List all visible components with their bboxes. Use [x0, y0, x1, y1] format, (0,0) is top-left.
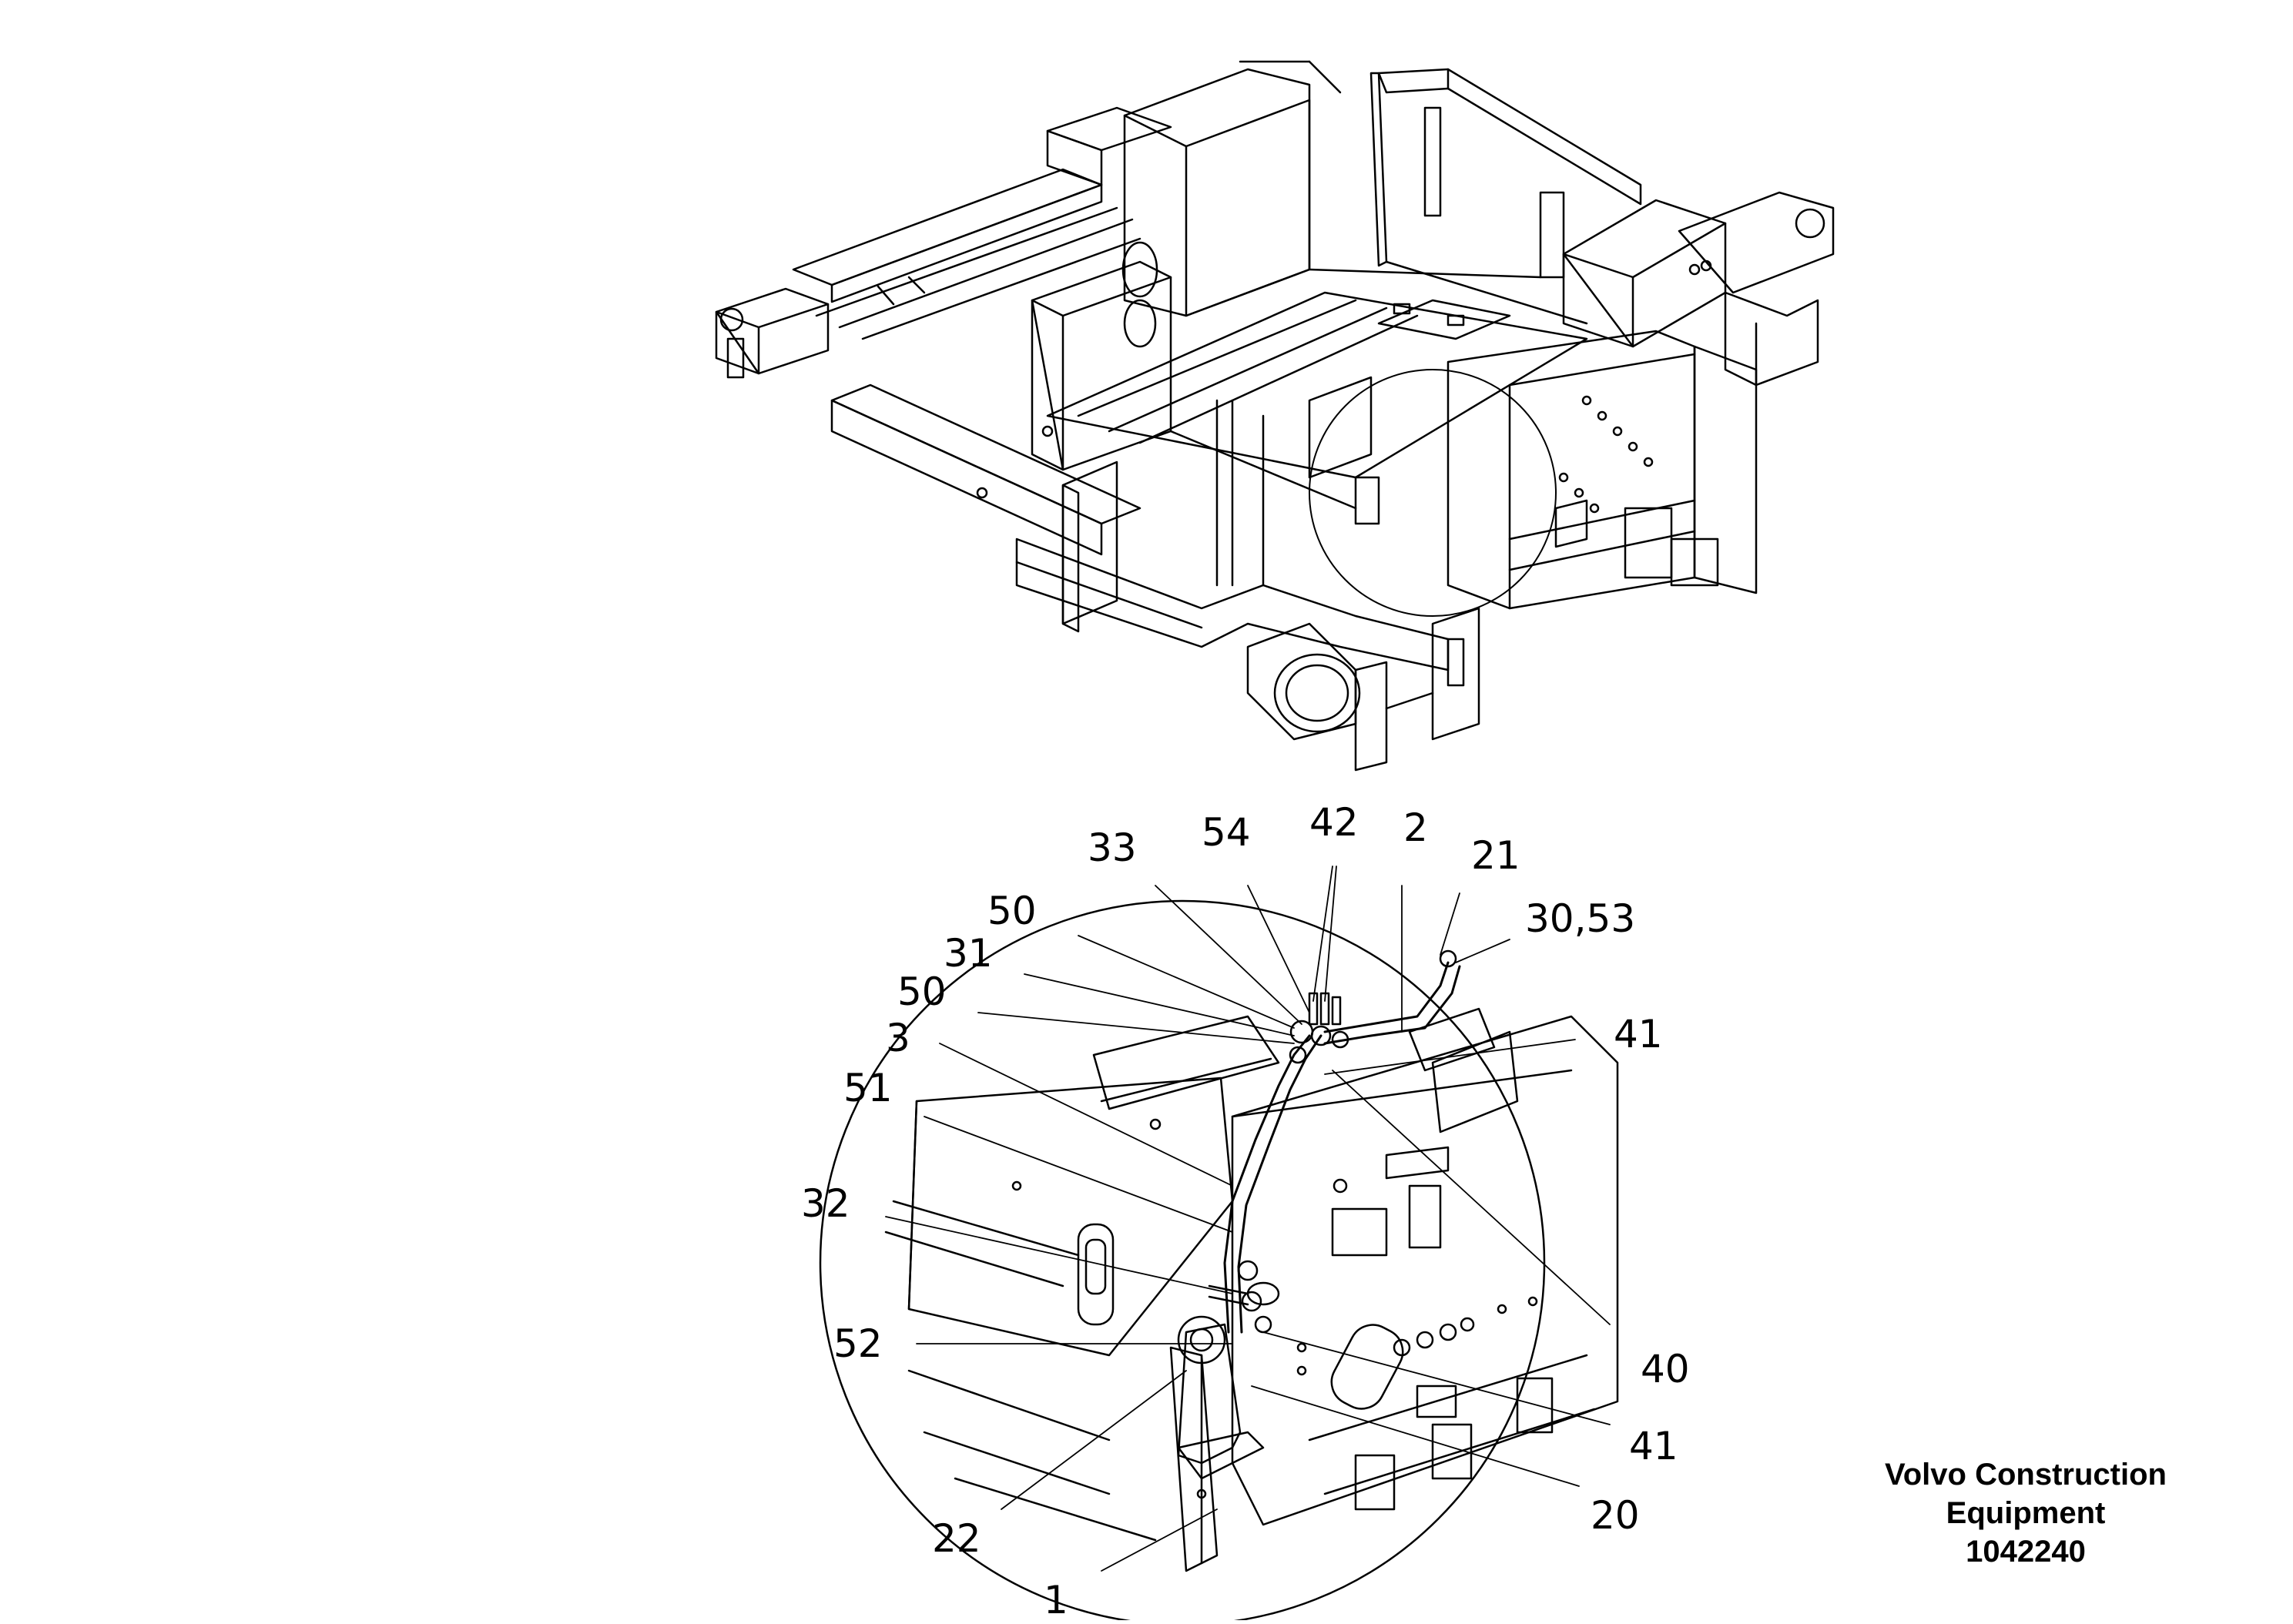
rear-frame	[1308, 68, 1642, 325]
callout-2: 2	[1403, 805, 1428, 850]
front-frame	[1031, 260, 1380, 587]
front-beam	[830, 383, 1141, 633]
callout-3: 3	[886, 1016, 910, 1060]
callout-41-upper: 41	[1614, 1012, 1663, 1056]
callout-50-upper: 50	[987, 889, 1037, 933]
lever-arm	[1169, 1315, 1265, 1572]
callout-31: 31	[944, 931, 993, 976]
callout-20: 20	[1591, 1493, 1640, 1538]
caption-line-2: Equipment	[1946, 1496, 2106, 1530]
callout-51: 51	[843, 1066, 893, 1110]
callout-30-53: 30,53	[1525, 896, 1635, 941]
callout-42: 42	[1309, 800, 1359, 845]
callout-33: 33	[1088, 825, 1137, 870]
caption-line-3: 1042240	[1966, 1535, 2086, 1569]
valve-cluster	[1289, 992, 1349, 1064]
callout-21: 21	[1471, 833, 1520, 878]
callout-54: 54	[1202, 810, 1251, 855]
callout-50-lower: 50	[897, 969, 947, 1014]
detail-circle	[819, 899, 1546, 1624]
detail-indicator-circle	[1309, 369, 1557, 617]
callout-41-lower: 41	[1629, 1424, 1678, 1468]
left-rails	[792, 168, 1141, 340]
callout-40: 40	[1641, 1347, 1690, 1391]
detail-view: 33 54 42 2 21 30,53 50 31 50 3 41 51 32 …	[801, 800, 1690, 1624]
callout-1: 1	[1044, 1578, 1068, 1620]
callout-32: 32	[801, 1181, 850, 1226]
leader-lines	[885, 866, 1611, 1572]
caption-line-1: Volvo Construction	[1885, 1458, 2167, 1492]
frame-overview	[715, 60, 1835, 772]
deck	[1046, 291, 1588, 479]
callout-labels: 33 54 42 2 21 30,53 50 31 50 3 41 51 32 …	[801, 800, 1690, 1622]
publisher-caption: Volvo Construction Equipment 1042240	[1833, 1455, 2218, 1571]
right-wall	[1447, 330, 1758, 610]
center-spine	[1046, 60, 1342, 348]
callout-52: 52	[833, 1321, 883, 1366]
callout-22: 22	[932, 1516, 981, 1561]
left-bracket	[715, 287, 830, 379]
lower-rail	[1015, 537, 1480, 772]
right-housing	[1562, 191, 1835, 387]
